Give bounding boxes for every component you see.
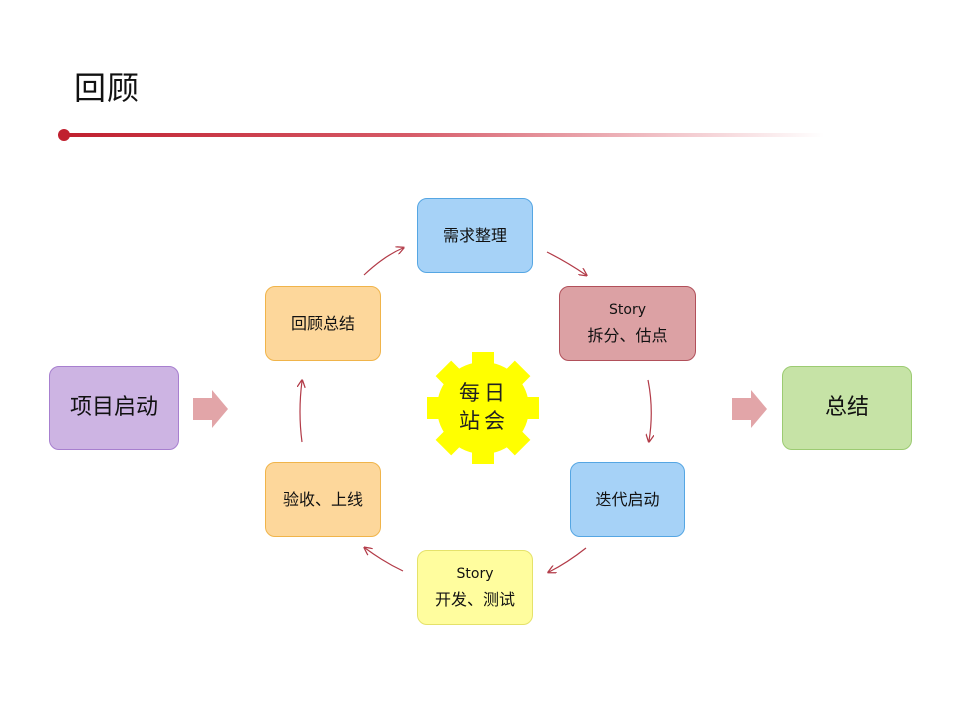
node-summary: 总结 xyxy=(782,366,912,450)
node-review-summary-label: 回顾总结 xyxy=(290,313,355,333)
node-accept-release-label: 验收、上线 xyxy=(282,489,363,509)
block-arrow-left xyxy=(193,390,228,428)
node-requirements-label: 需求整理 xyxy=(442,225,507,245)
node-story-split: Story 拆分、估点 xyxy=(559,286,696,361)
arrow-iteration-to-story-dev xyxy=(549,547,587,572)
gear-icon xyxy=(427,352,539,464)
arrow-review-to-requirements xyxy=(363,248,403,276)
node-requirements: 需求整理 xyxy=(417,198,533,273)
node-project-start: 项目启动 xyxy=(49,366,179,450)
node-iteration-start-label: 迭代启动 xyxy=(595,489,660,509)
node-story-dev: Story 开发、测试 xyxy=(417,550,533,625)
block-arrow-right xyxy=(732,390,767,428)
node-accept-release: 验收、上线 xyxy=(265,462,381,537)
title-underline xyxy=(64,133,824,137)
node-review-summary: 回顾总结 xyxy=(265,286,381,361)
page-title: 回顾 xyxy=(74,69,141,107)
daily-standup-label: 每日 站会 xyxy=(438,372,530,442)
node-story-split-label: 拆分、估点 xyxy=(587,325,668,345)
daily-standup-line2: 站会 xyxy=(459,409,509,433)
node-iteration-start: 迭代启动 xyxy=(570,462,685,537)
node-project-start-label: 项目启动 xyxy=(69,395,158,420)
node-story-split-sub: Story xyxy=(609,301,646,318)
daily-standup-line1: 每日 xyxy=(459,381,509,405)
arrow-story-dev-to-accept xyxy=(365,548,404,572)
arrow-accept-to-review xyxy=(300,381,302,443)
arrow-story-split-to-iteration xyxy=(648,379,651,441)
node-story-dev-label: 开发、测试 xyxy=(434,589,515,609)
node-story-dev-sub: Story xyxy=(456,565,494,582)
node-summary-label: 总结 xyxy=(824,395,869,420)
arrow-requirements-to-story-split xyxy=(546,251,586,275)
title-underline-dot xyxy=(58,129,70,141)
